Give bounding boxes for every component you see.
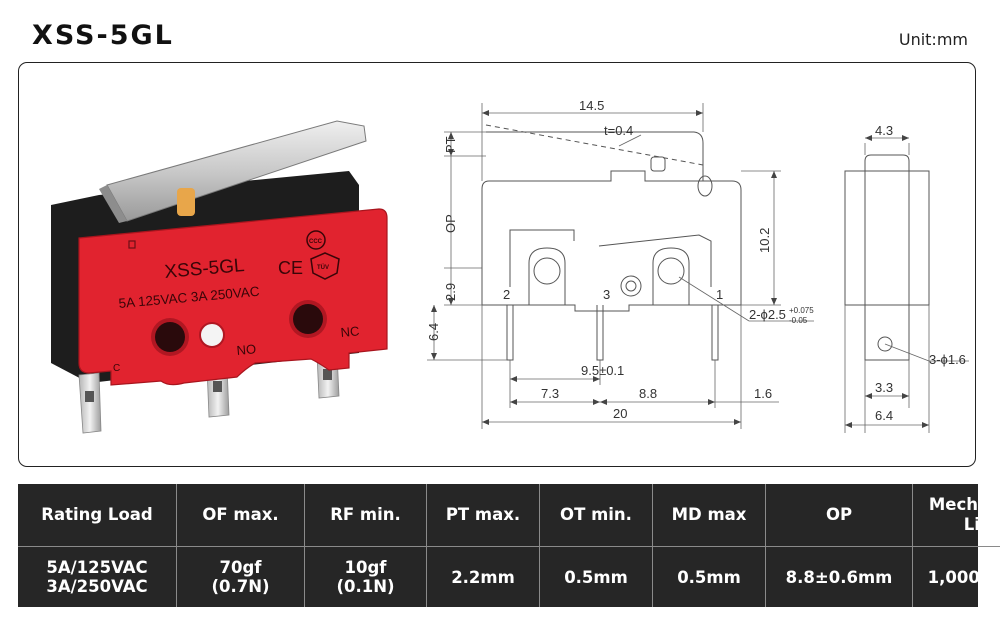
value-op: 8.8±0.6mm xyxy=(765,546,913,607)
hole-left xyxy=(533,257,561,285)
lever-bend xyxy=(99,185,127,223)
pin-hole xyxy=(85,391,94,402)
switch-photo: XSS-5GL 5A 125VAC 3A 250VAC NO NC C CCC … xyxy=(51,120,388,434)
front-view-drawing xyxy=(427,103,814,429)
hole-center xyxy=(620,275,642,297)
spec-value-row: 5A/125VAC 3A/250VAC 70gf (0.7N) 10gf (0.… xyxy=(18,546,1000,607)
spec-header-row: Rating Load OF max. RF min. PT max. OT m… xyxy=(18,484,1000,547)
inner-contact-left xyxy=(509,229,575,287)
pin-2 xyxy=(506,305,514,361)
hole-tol-minus: -0.05 xyxy=(789,316,808,325)
drawing-panel: XSS-5GL 5A 125VAC 3A 250VAC NO NC C CCC … xyxy=(18,62,976,467)
terminal-no-text: NO xyxy=(236,341,257,358)
switch-actuator xyxy=(177,188,195,216)
header-op: OP xyxy=(765,484,913,547)
value-md-max: 0.5mm xyxy=(652,546,766,607)
inner-contact-right xyxy=(598,234,712,287)
pin-3 xyxy=(596,305,604,361)
drawing-canvas: XSS-5GL 5A 125VAC 3A 250VAC NO NC C CCC … xyxy=(51,98,969,434)
header-ot-min: OT min. xyxy=(539,484,653,547)
dim-2-9: 2.9 xyxy=(443,283,458,301)
pt-label: PT xyxy=(443,136,458,153)
side-pin xyxy=(864,305,910,361)
dim-3-3: 3.3 xyxy=(875,380,893,395)
side-hole xyxy=(877,336,893,352)
pin-number-1: 1 xyxy=(716,287,723,302)
pin-number-3: 3 xyxy=(603,287,610,302)
dim-8-8: 8.8 xyxy=(639,386,657,401)
unit-label: Unit:mm xyxy=(898,30,968,49)
side-view-drawing xyxy=(844,135,969,433)
ccc-icon xyxy=(306,230,326,250)
dim-6-4-left: 6.4 xyxy=(426,323,441,341)
spec-table: Rating Load OF max. RF min. PT max. OT m… xyxy=(18,484,1000,607)
side-body xyxy=(844,170,930,306)
dim-6-4-side: 6.4 xyxy=(875,408,893,423)
roller-mark xyxy=(650,156,666,172)
side-top-cap xyxy=(864,154,910,171)
value-pt-max: 2.2mm xyxy=(426,546,540,607)
hole-left-outline xyxy=(528,247,566,305)
pin-number-2: 2 xyxy=(503,287,510,302)
header-md-max: MD max xyxy=(652,484,766,547)
ccc-text: CCC xyxy=(309,239,323,245)
dim-9-5: 9.5±0.1 xyxy=(581,363,624,378)
value-mechanical-life: 1,000,000+ xyxy=(912,546,1000,607)
hole-spec-side: 3-ϕ1.6 xyxy=(929,352,966,367)
lever-pressed xyxy=(485,124,704,166)
dim-14-5: 14.5 xyxy=(579,98,604,113)
front-view-labels: 14.5 t=0.4 PT OP 10.2 2.9 6.4 2-ϕ2.5 +0.… xyxy=(426,98,814,421)
pin-1 xyxy=(711,305,719,361)
dim-10-2: 10.2 xyxy=(757,228,772,253)
terminal-c-text: C xyxy=(113,363,120,374)
header-rf-min: RF min. xyxy=(304,484,427,547)
hole-right xyxy=(657,257,685,285)
header-pt-max: PT max. xyxy=(426,484,540,547)
value-rating-load: 5A/125VAC 3A/250VAC xyxy=(18,546,177,607)
header-rating-load: Rating Load xyxy=(41,505,153,524)
side-view-labels: 4.3 3-ϕ1.6 3.3 6.4 xyxy=(875,123,966,423)
value-rf-min: 10gf (0.1N) xyxy=(304,546,427,607)
dim-1-6: 1.6 xyxy=(754,386,772,401)
value-ot-min: 0.5mm xyxy=(539,546,653,607)
hole-tol-plus: +0.075 xyxy=(789,306,814,315)
hole-right-outline xyxy=(652,247,690,305)
body-outline xyxy=(481,170,742,312)
op-label: OP xyxy=(443,214,458,233)
hole-spec-front: 2-ϕ2.5 xyxy=(749,307,786,322)
header-mechanical-life: Mechanical Life xyxy=(912,484,1000,547)
pin-c xyxy=(78,372,102,434)
center-hole xyxy=(199,322,225,348)
dim-7-3: 7.3 xyxy=(541,386,559,401)
dim-20: 20 xyxy=(613,406,627,421)
product-title: XSS-5GL xyxy=(32,20,174,51)
header-of-max: OF max. xyxy=(176,484,305,547)
ce-mark: CE xyxy=(278,258,303,278)
dim-4-3: 4.3 xyxy=(875,123,893,138)
body-mark xyxy=(128,240,136,249)
mount-hole-right-inner xyxy=(293,304,323,334)
terminal-nc-text: NC xyxy=(340,323,360,340)
tuv-icon xyxy=(310,252,340,280)
value-of-max: 70gf (0.7N) xyxy=(176,546,305,607)
pin-hole xyxy=(213,381,222,392)
hole-center-inner xyxy=(625,280,637,292)
dim-thickness: t=0.4 xyxy=(604,123,633,138)
tuv-text: TÜV xyxy=(317,264,329,271)
mount-hole-left-inner xyxy=(155,322,185,352)
lever-hook xyxy=(697,175,713,197)
pin-hole xyxy=(323,369,332,380)
lever-outline xyxy=(486,131,704,181)
